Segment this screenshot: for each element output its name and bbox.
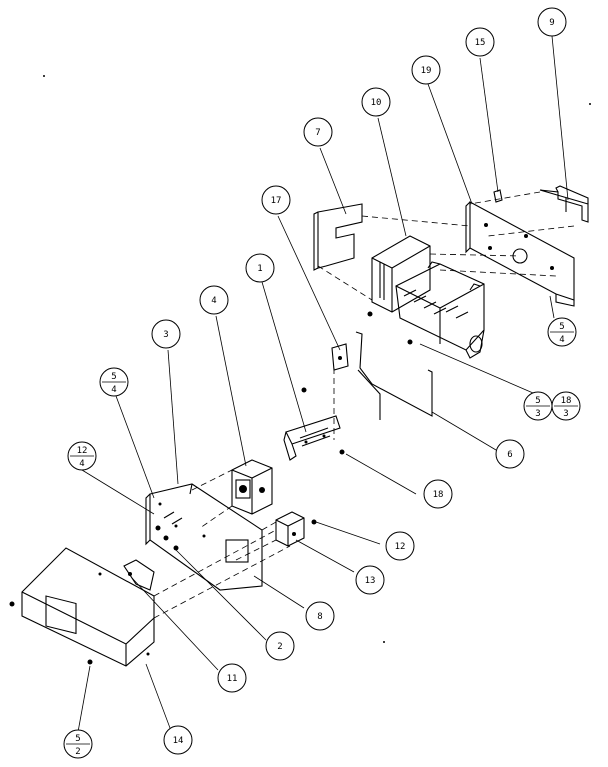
callout-4: 4 — [199, 285, 229, 315]
assembly-lines — [153, 191, 575, 619]
svg-text:5: 5 — [535, 396, 540, 406]
svg-text:8: 8 — [317, 612, 322, 622]
screws — [9, 311, 413, 665]
callout-fraction-5-4-left: 5 4 — [99, 367, 129, 397]
callout-11: 11 — [217, 663, 247, 693]
svg-text:18: 18 — [433, 490, 444, 500]
part-7-bracket — [313, 203, 363, 271]
svg-text:9: 9 — [549, 18, 554, 28]
callout-7: 7 — [303, 117, 333, 147]
svg-text:4: 4 — [79, 459, 84, 469]
svg-text:15: 15 — [475, 38, 486, 48]
svg-text:3: 3 — [563, 409, 568, 419]
part-14-cover — [21, 547, 155, 667]
callout-3: 3 — [151, 319, 181, 349]
svg-text:4: 4 — [559, 335, 564, 345]
part-4-motor — [231, 459, 273, 515]
svg-text:3: 3 — [535, 409, 540, 419]
callout-19: 19 — [411, 55, 441, 85]
svg-text:5: 5 — [75, 734, 80, 744]
svg-text:11: 11 — [227, 674, 238, 684]
callout-8: 8 — [305, 601, 335, 631]
svg-text:6: 6 — [507, 450, 512, 460]
part-9-bracket — [539, 185, 589, 223]
svg-text:18: 18 — [561, 396, 572, 406]
callout-6: 6 — [495, 439, 525, 469]
callout-12: 12 — [385, 531, 415, 561]
svg-text:13: 13 — [365, 576, 376, 586]
part-6-wire-arm — [355, 331, 433, 420]
callout-fraction-5-2: 5 2 — [63, 729, 93, 759]
svg-text:14: 14 — [173, 736, 184, 746]
svg-text:7: 7 — [315, 128, 320, 138]
svg-text:1: 1 — [257, 264, 262, 274]
svg-text:10: 10 — [371, 98, 382, 108]
svg-text:19: 19 — [421, 66, 432, 76]
callout-18: 18 — [423, 479, 453, 509]
callout-1: 1 — [245, 253, 275, 283]
callout-14: 14 — [163, 725, 193, 755]
svg-text:5: 5 — [111, 372, 116, 382]
callout-17: 17 — [261, 185, 291, 215]
leader-lines — [77, 35, 569, 733]
part-ice-tray — [395, 261, 485, 359]
svg-text:17: 17 — [271, 196, 282, 206]
callout-fraction-12-4: 12 4 — [67, 441, 97, 471]
part-17-bracket — [331, 343, 349, 371]
callout-2: 2 — [265, 631, 295, 661]
svg-text:4: 4 — [211, 296, 216, 306]
part-10-ice-mold-housing — [371, 235, 431, 313]
part-3-support-plate — [145, 483, 263, 591]
callout-13: 13 — [355, 565, 385, 595]
svg-text:4: 4 — [111, 385, 116, 395]
svg-text:12: 12 — [77, 446, 88, 456]
part-11-small-bracket — [123, 559, 155, 591]
callout-9: 9 — [537, 7, 567, 37]
svg-text:3: 3 — [163, 330, 168, 340]
part-1-switch-bracket — [283, 415, 341, 461]
svg-text:12: 12 — [395, 542, 406, 552]
callout-10: 10 — [361, 87, 391, 117]
svg-text:5: 5 — [559, 322, 564, 332]
callout-fraction-18-3: 18 3 — [551, 391, 581, 421]
part-13-small-box — [275, 511, 305, 547]
svg-text:2: 2 — [75, 747, 80, 757]
part-19-mounting-plate — [465, 201, 575, 307]
scan-specks — [43, 75, 591, 643]
svg-text:2: 2 — [277, 642, 282, 652]
callout-fraction-5-3: 5 3 — [523, 391, 553, 421]
callout-15: 15 — [465, 27, 495, 57]
callout-fraction-5-4-right: 5 4 — [547, 317, 577, 347]
